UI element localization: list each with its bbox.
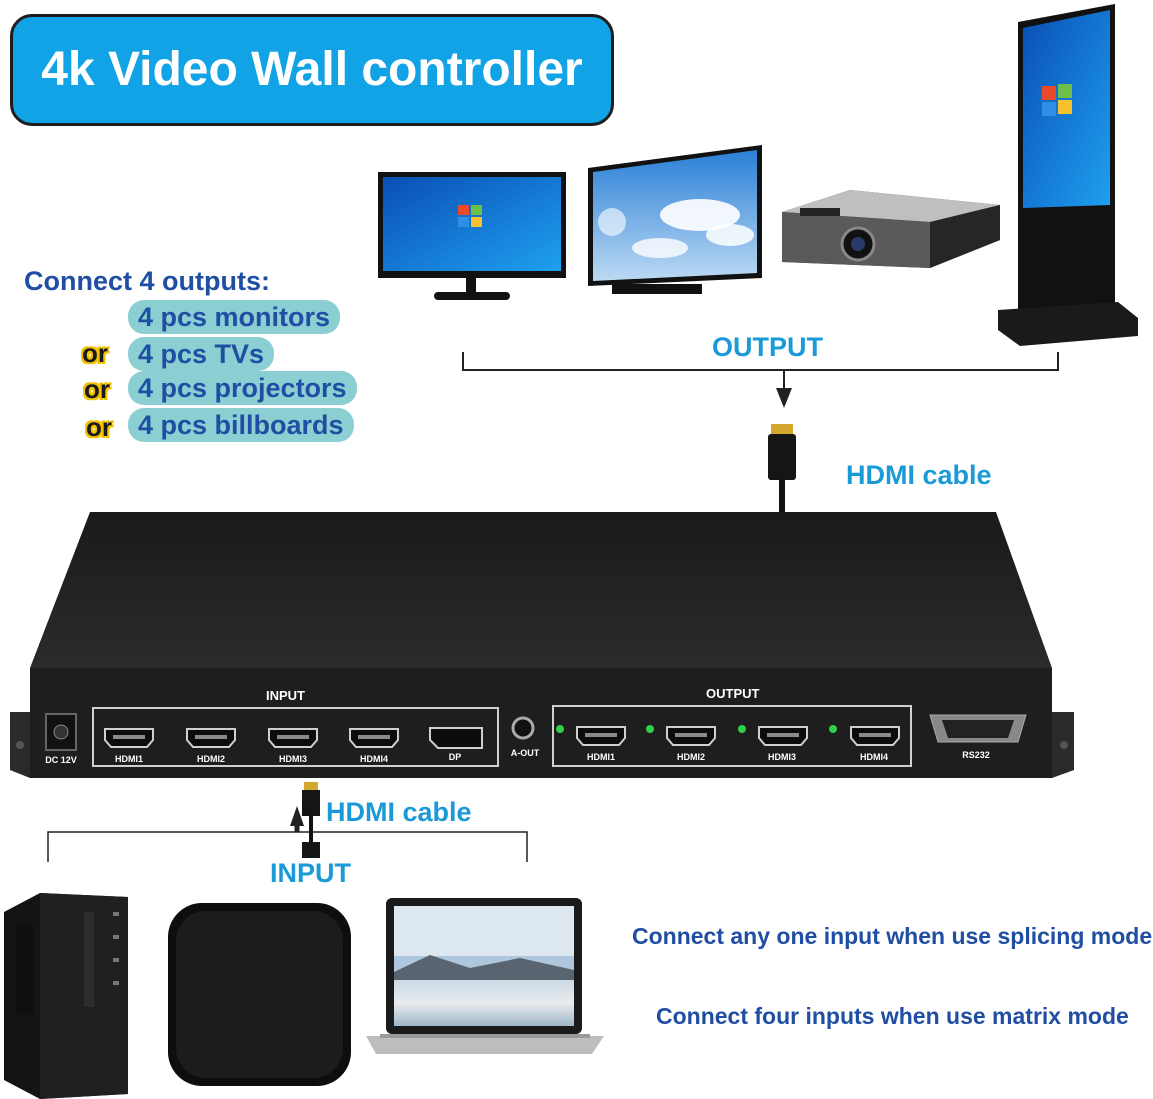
input-bracket: [47, 831, 528, 862]
tv-box-device: [168, 903, 351, 1086]
pc-tower-device: [4, 893, 128, 1099]
input-hdmi-socket-2: [186, 728, 236, 748]
rs232-label: RS232: [962, 750, 990, 760]
hdmi-cable-label-top: HDMI cable: [846, 460, 992, 490]
hdmi-cable-label-bottom: HDMI cable: [326, 797, 472, 827]
or-label: or: [86, 412, 112, 442]
status-led-3: [738, 725, 746, 733]
output-option: 4 pcs TVs: [128, 337, 275, 371]
windows-logo-icon: [458, 205, 482, 227]
output-hdmi-socket-2: [666, 726, 716, 746]
aout-label: A-OUT: [510, 748, 540, 758]
input-port-hdmi4: HDMI4: [359, 754, 388, 764]
or-label: or: [82, 338, 108, 368]
status-led-1: [556, 725, 564, 733]
input-panel-title: INPUT: [266, 688, 305, 703]
input-hdmi-socket-3: [268, 728, 318, 748]
output-option: 4 pcs projectors: [128, 371, 357, 405]
output-port-hdmi1: HDMI1: [586, 752, 615, 762]
output-port-hdmi3: HDMI3: [767, 752, 796, 762]
projector-device: [782, 190, 1000, 268]
input-hdmi-socket-4: [349, 728, 399, 748]
or-label: or: [84, 374, 110, 404]
page-title: 4k Video Wall controller: [41, 43, 583, 96]
tv-device: [588, 145, 762, 294]
title-banner: [10, 14, 614, 126]
billboard-device: [998, 4, 1138, 346]
output-option: 4 pcs billboards: [128, 408, 354, 442]
matrix-mode-note: Connect four inputs when use matrix mode: [656, 1003, 1129, 1029]
status-led-2: [646, 725, 654, 733]
output-label: OUTPUT: [712, 332, 823, 362]
arrow-down-icon: [776, 388, 792, 408]
monitor-device: [378, 172, 566, 300]
splicing-mode-note: Connect any one input when use splicing …: [632, 923, 1153, 949]
input-port-dp: DP: [448, 752, 462, 762]
outputs-heading: Connect 4 outputs:: [24, 266, 270, 296]
controller-box: [10, 512, 1074, 778]
input-hdmi-socket-1: [104, 728, 154, 748]
output-hdmi-socket-4: [850, 726, 900, 746]
input-port-hdmi3: HDMI3: [278, 754, 307, 764]
input-port-hdmi2: HDMI2: [196, 754, 225, 764]
input-label: INPUT: [270, 858, 351, 888]
status-led-4: [829, 725, 837, 733]
dc-power-label: DC 12V: [45, 755, 77, 765]
arrow-up-icon: [290, 806, 304, 826]
output-port-hdmi2: HDMI2: [676, 752, 705, 762]
windows-logo-icon: [1042, 84, 1072, 116]
input-port-hdmi1: HDMI1: [114, 754, 143, 764]
laptop-device: [366, 898, 604, 1054]
dp-socket: [429, 727, 483, 749]
output-option: 4 pcs monitors: [128, 300, 341, 334]
output-hdmi-socket-1: [576, 726, 626, 746]
hdmi-port-layer: [104, 725, 900, 749]
output-panel-title: OUTPUT: [706, 686, 760, 701]
output-port-hdmi4: HDMI4: [859, 752, 888, 762]
hdmi-cable-input: [302, 782, 320, 858]
output-hdmi-socket-3: [758, 726, 808, 746]
